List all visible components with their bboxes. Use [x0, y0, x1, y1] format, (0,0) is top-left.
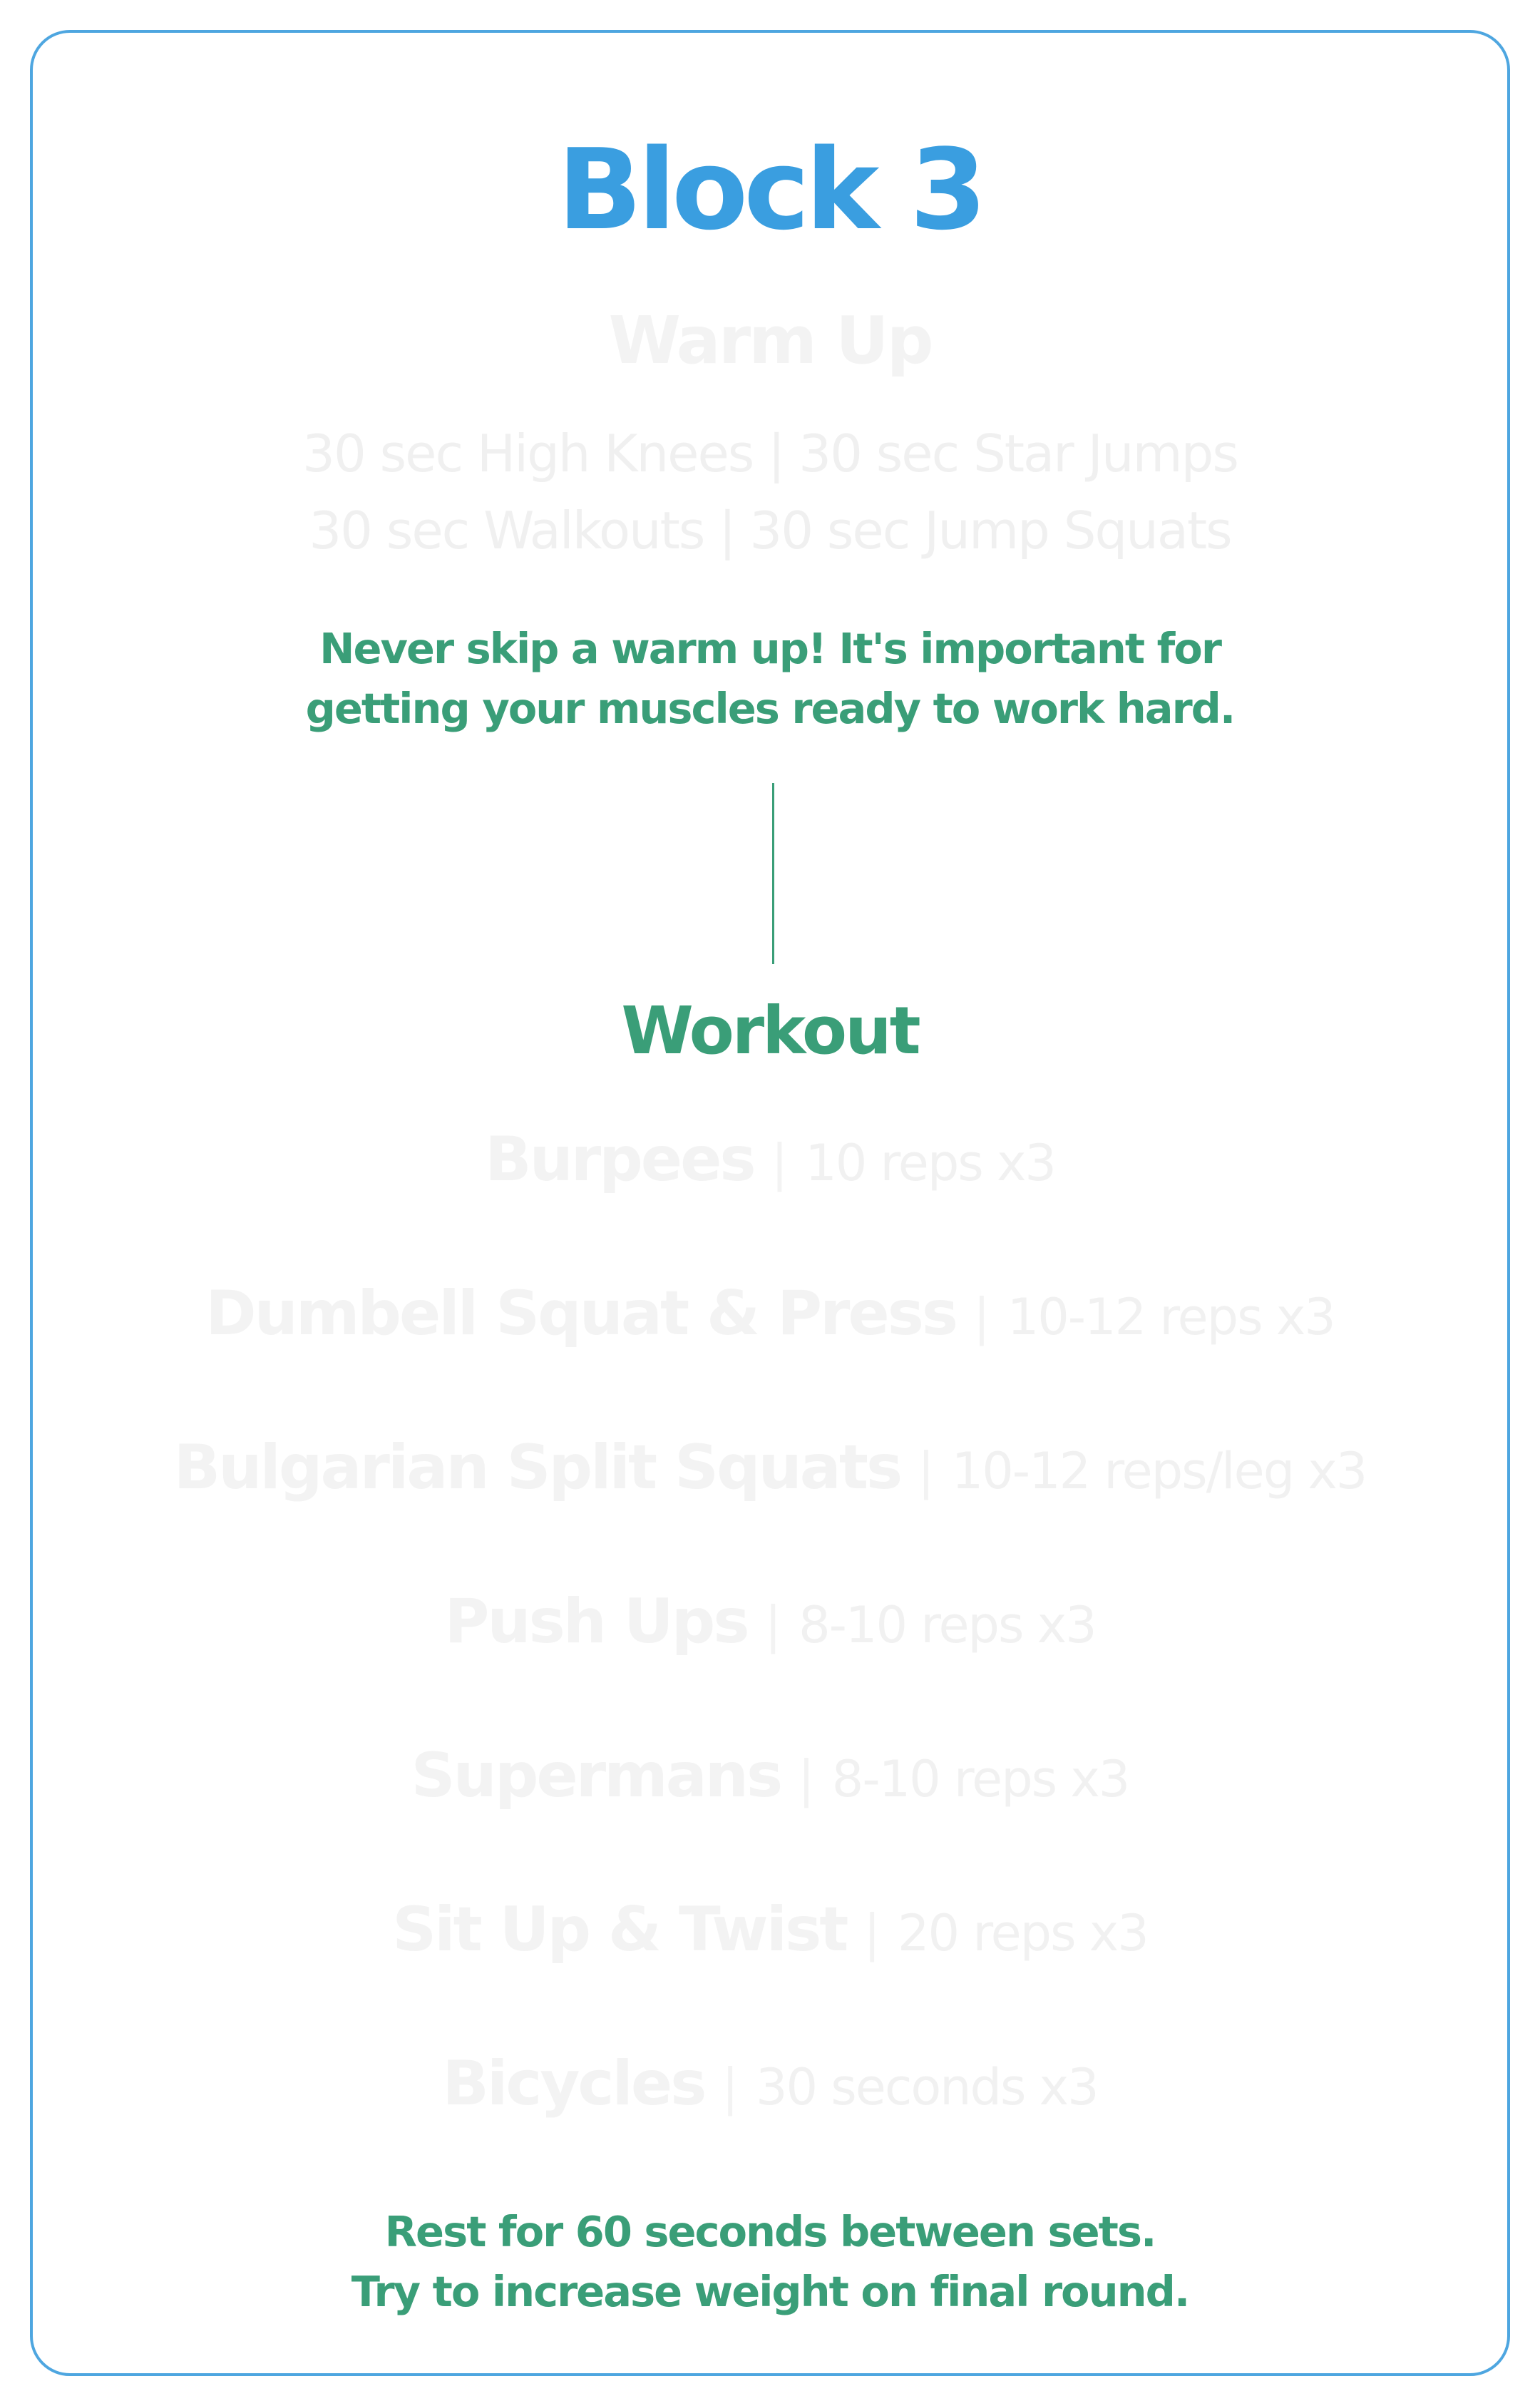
exercise-reps: 30 seconds x3: [755, 2058, 1099, 2116]
exercise-separator: |: [973, 1288, 990, 1346]
rest-note: Try to increase weight on final round.: [351, 2267, 1191, 2316]
page-title: Block 3: [557, 125, 987, 255]
exercise-item: Bulgarian Split Squats | 10-12 reps/leg x3: [33, 1425, 1507, 1527]
exercise-separator: |: [722, 2058, 739, 2116]
exercise-item: Supermans| 8-10 reps x3: [33, 1733, 1507, 1836]
exercise-item: Dumbell Squat & Press | 10-12 reps x3: [33, 1271, 1507, 1373]
exercise-name: Sit Up & Twist: [392, 1894, 848, 1965]
exercise-name: Dumbell Squat & Press: [205, 1278, 958, 1349]
exercise-reps: 10 reps x3: [805, 1134, 1057, 1192]
warmup-heading: Warm Up: [608, 302, 933, 379]
exercise-reps: 8-10 reps x3: [799, 1596, 1097, 1654]
exercise-item: Sit Up & Twist | 20 reps x3: [33, 1887, 1507, 1990]
exercise-reps: 10-12 reps/leg x3: [951, 1442, 1368, 1500]
exercise-item: Bicycles | 30 seconds x3: [33, 2041, 1507, 2144]
exercise-item: Push Ups | 8-10 reps x3: [33, 1579, 1507, 1681]
warmup-line: 30 sec High Knees | 30 sec Star Jumps: [302, 424, 1239, 483]
section-divider: [772, 783, 774, 964]
exercise-name: Burpees: [485, 1124, 756, 1195]
exercise-reps: 20 reps x3: [898, 1904, 1149, 1962]
exercise-name: Bicycles: [442, 2048, 707, 2119]
exercise-separator: |: [798, 1750, 815, 1808]
exercise-separator: |: [863, 1904, 881, 1962]
warmup-note: Never skip a warm up! It's important for: [319, 624, 1222, 673]
exercise-item: Burpees | 10 reps x3: [33, 1117, 1507, 1219]
workout-card: Block 3 Warm Up 30 sec High Knees | 30 s…: [30, 30, 1510, 2376]
warmup-line: 30 sec Walkouts | 30 sec Jump Squats: [309, 501, 1232, 560]
exercise-reps: 10-12 reps x3: [1007, 1288, 1336, 1346]
exercise-separator: |: [918, 1442, 935, 1500]
exercise-name: Supermans: [411, 1740, 784, 1811]
exercise-name: Push Ups: [444, 1586, 749, 1657]
exercise-separator: |: [764, 1596, 782, 1654]
workout-heading: Workout: [621, 993, 920, 1069]
exercise-reps: 8-10 reps x3: [831, 1750, 1131, 1808]
warmup-note: getting your muscles ready to work hard.: [305, 684, 1236, 733]
rest-note: Rest for 60 seconds between sets.: [384, 2207, 1157, 2256]
exercise-separator: |: [771, 1134, 789, 1192]
exercise-name: Bulgarian Split Squats: [173, 1432, 903, 1503]
